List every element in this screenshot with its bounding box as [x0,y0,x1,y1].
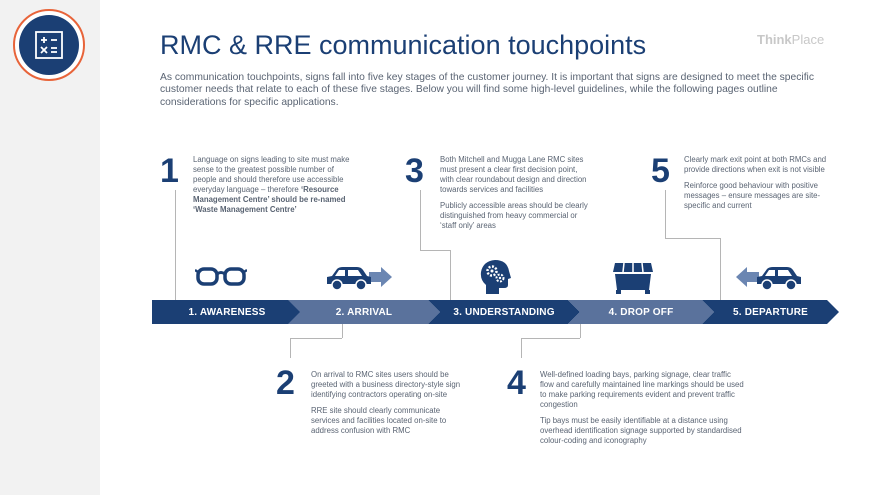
stage-4-text: Well-defined loading bays, parking signa… [540,370,745,446]
stage-3-text: Both Mitchell and Mugga Lane RMC sites m… [440,155,590,231]
stage-5-text-2: Reinforce good behaviour with positive m… [684,181,821,210]
math-symbols-icon [19,15,79,75]
car-departing-icon [735,264,803,297]
glasses-icon [194,266,248,293]
sidebar [0,0,100,495]
stage-2-text-2: RRE site should clearly communicate serv… [311,406,447,435]
stage-2-connector-h [290,338,342,339]
stage-3-connector-v2 [450,250,451,300]
stage-4-text-2: Tip bays must be easily identifiable at … [540,416,742,445]
stage-2-label: 2. ARRIVAL [335,306,393,318]
stage-5-connector-v2 [720,238,721,300]
stage-3-text-2: Publicly accessible areas should be clea… [440,201,588,230]
car-arriving-icon [325,264,393,297]
stage-1-number: 1 [160,152,179,190]
head-gears-icon [480,259,512,300]
stage-4-chevron: 4. DROP OFF [568,300,714,324]
brand-bold: Think [757,32,792,47]
stage-5-label: 5. DEPARTURE [732,306,808,318]
stage-3-connector-v1 [420,190,421,250]
page-title: RMC & RRE communication touchpoints [160,30,647,60]
stage-1-connector [175,190,176,300]
stage-2-text-1: On arrival to RMC sites users should be … [311,370,461,399]
logo-badge [13,9,85,81]
stage-5-text: Clearly mark exit point at both RMCs and… [684,155,839,211]
stage-4-connector-v2 [521,338,522,358]
stage-3-text-1: Both Mitchell and Mugga Lane RMC sites m… [440,155,587,194]
stage-3-label: 3. UNDERSTANDING [453,306,555,318]
stage-3-chevron: 3. UNDERSTANDING [428,300,580,324]
stage-5-chevron: 5. DEPARTURE [702,300,839,324]
intro-paragraph: As communication touchpoints, signs fall… [160,72,814,108]
stage-1-text: Language on signs leading to site must m… [193,155,353,215]
stage-2-connector-v2 [290,338,291,358]
stage-5-number: 5 [651,152,670,190]
stage-4-label: 4. DROP OFF [608,306,674,318]
journey-timeline: 1. AWARENESS 2. ARRIVAL 3. UNDERSTANDING… [0,300,880,324]
stage-2-chevron: 2. ARRIVAL [288,300,440,324]
stage-4-text-1: Well-defined loading bays, parking signa… [540,370,744,409]
stage-3-number: 3 [405,152,424,190]
stage-3-connector-h [420,250,450,251]
stage-1-label: 1. AWARENESS [188,306,266,318]
stage-5-connector-h [665,238,720,239]
stage-1-text-plain: Language on signs leading to site must m… [193,155,350,194]
dumpster-icon [612,261,654,300]
brand-light: Place [791,32,825,47]
stage-4-connector-v1 [580,324,581,338]
stage-4-connector-h [521,338,580,339]
stage-2-connector-v1 [342,324,343,338]
stage-2-number: 2 [276,364,295,402]
stage-1-chevron: 1. AWARENESS [152,300,302,324]
stage-2-text: On arrival to RMC sites users should be … [311,370,461,436]
stage-1-text-bold: ‘Resource Management Centre’ should be r… [193,185,346,214]
stage-5-connector-v1 [665,190,666,238]
stage-5-text-1: Clearly mark exit point at both RMCs and… [684,155,827,174]
brand-logo: ThinkPlace [757,32,824,47]
stage-4-number: 4 [507,364,526,402]
